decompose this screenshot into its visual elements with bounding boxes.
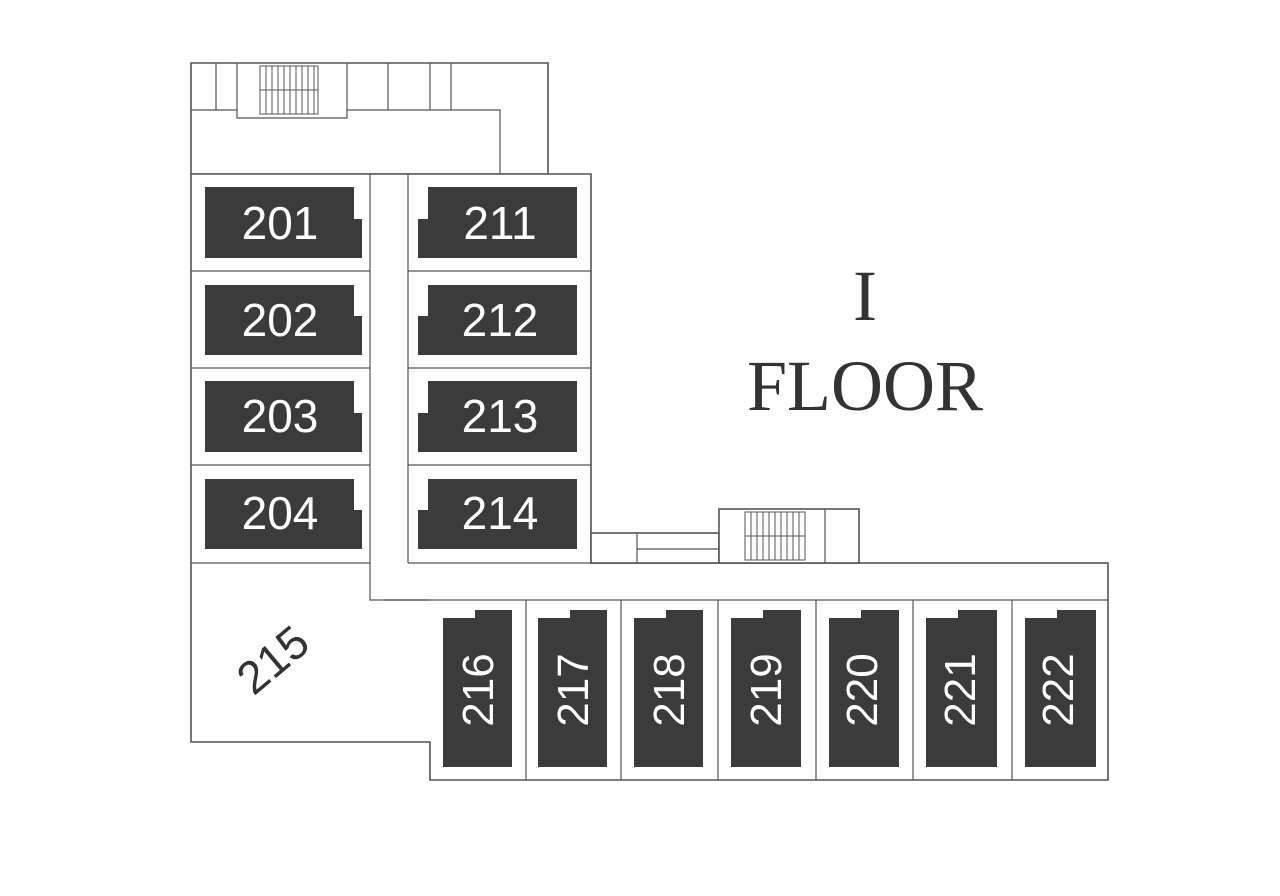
unit-label: 222: [1034, 653, 1083, 726]
unit-label: 218: [645, 653, 694, 726]
unit-label: 202: [242, 294, 319, 346]
unit-label: 221: [936, 653, 985, 726]
unit-label: 212: [462, 294, 539, 346]
floor-label: FLOOR: [747, 346, 983, 426]
unit-221[interactable]: 221: [926, 610, 997, 767]
unit-220[interactable]: 220: [829, 610, 899, 767]
floor-numeral: I: [853, 256, 877, 336]
stair-icon: [744, 511, 806, 561]
unit-label: 217: [549, 653, 598, 726]
unit-label: 213: [462, 390, 539, 442]
unit-212[interactable]: 212: [418, 285, 577, 355]
unit-label: 211: [463, 197, 536, 249]
unit-204[interactable]: 204: [205, 479, 362, 549]
unit-201[interactable]: 201: [205, 187, 362, 258]
unit-218[interactable]: 218: [634, 610, 703, 767]
unit-202[interactable]: 202: [205, 285, 362, 355]
unit-label: 204: [242, 487, 319, 539]
unit-219[interactable]: 219: [731, 610, 801, 767]
unit-222[interactable]: 222: [1025, 610, 1096, 767]
unit-211[interactable]: 211: [418, 187, 577, 258]
unit-217[interactable]: 217: [538, 610, 607, 767]
unit-label: 220: [838, 653, 887, 726]
top-service-block: [190, 62, 549, 175]
unit-label: 219: [742, 653, 791, 726]
unit-label: 216: [454, 653, 503, 726]
unit-label: 203: [242, 390, 319, 442]
bottom-row-dividers: [525, 600, 1013, 780]
unit-203[interactable]: 203: [205, 381, 362, 452]
mid-service-block: [590, 508, 860, 564]
unit-216[interactable]: 216: [443, 610, 512, 767]
unit-label: 214: [462, 487, 539, 539]
unit-label: 201: [242, 197, 319, 249]
stair-icon: [259, 65, 319, 115]
floor-title: I FLOOR: [747, 256, 983, 426]
unit-214[interactable]: 214: [418, 479, 577, 549]
unit-213[interactable]: 213: [418, 381, 577, 452]
